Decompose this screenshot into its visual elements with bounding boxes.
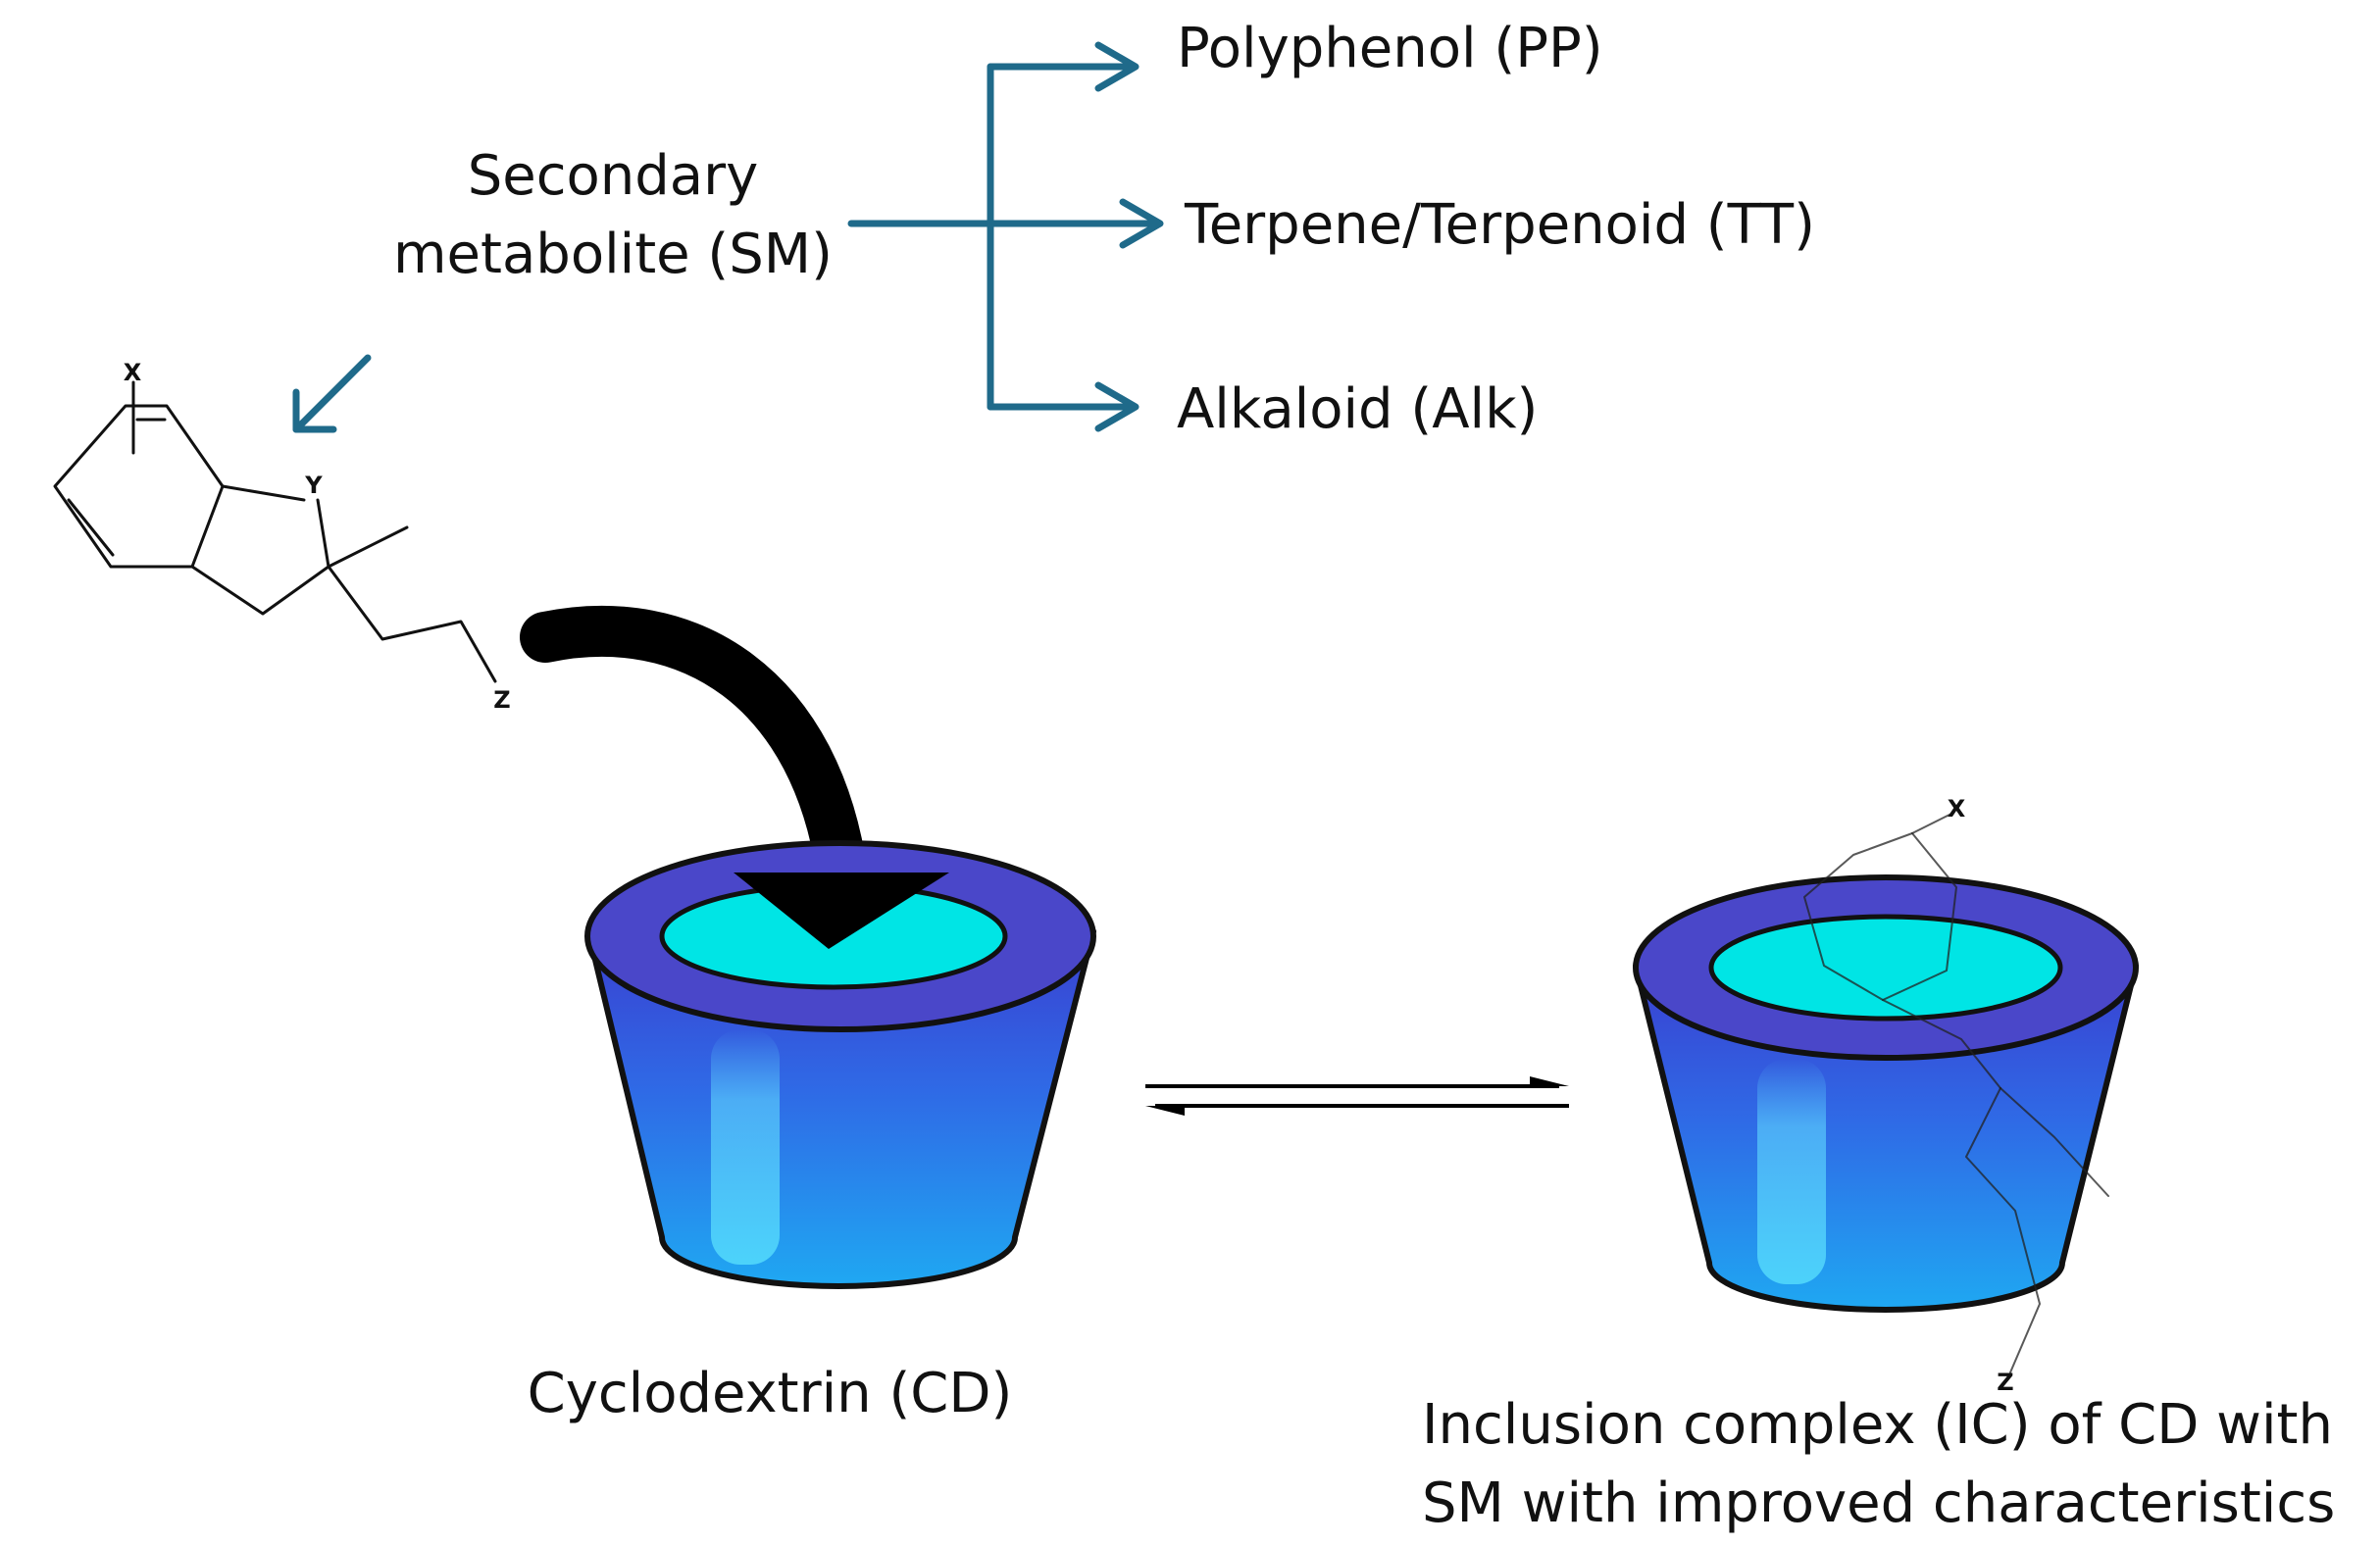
insertion-arrow-head-front <box>734 873 949 949</box>
pointer-arrow-shaft <box>292 354 372 433</box>
five-ring-ch2 <box>190 565 330 616</box>
ic-atom-z-label: Z <box>1997 1369 2013 1396</box>
reverse-arrow-head <box>1145 1106 1185 1116</box>
cd-label: Cyclodextrin (CD) <box>528 1362 1013 1425</box>
forward-arrow-head <box>1530 1076 1569 1086</box>
aromatic-ring <box>53 404 225 569</box>
methyl-bond <box>327 525 409 569</box>
arrowhead-polyphenol <box>1094 41 1139 92</box>
sm-label-line-1: Secondary <box>468 144 759 208</box>
guest-linker <box>1882 999 2001 1089</box>
ic-cavity <box>1708 914 2063 1022</box>
ic-body-highlight <box>1757 1059 1826 1284</box>
ring-double-bond-1 <box>67 498 115 557</box>
branch-label-terpene: Terpene/Terpenoid (TT) <box>1184 193 1815 257</box>
atom-y-label: Y <box>304 472 323 499</box>
inclusion-complex: X Z <box>1633 795 2139 1396</box>
classification-branch-arrows <box>847 41 1164 432</box>
side-chain <box>327 565 497 683</box>
guest-chain <box>1965 1087 2041 1373</box>
pointer-arrow-head <box>292 388 337 433</box>
ic-label-line-1: Inclusion complex (IC) of CD with <box>1422 1393 2333 1457</box>
insertion-arrow-shaft <box>520 605 869 908</box>
guest-ring <box>1803 832 1957 1001</box>
arrowhead-alkaloid <box>1094 381 1139 432</box>
sm-label-line-2: metabolite (SM) <box>393 223 833 286</box>
ic-guest-molecule <box>1803 813 2109 1373</box>
branch-label-alkaloid: Alkaloid (Alk) <box>1177 377 1538 441</box>
guest-x-bond <box>1911 813 1952 834</box>
equilibrium-arrows <box>1145 1076 1569 1116</box>
ic-atom-x-label: X <box>1948 795 1966 823</box>
ring-to-y-bond <box>221 484 306 502</box>
guest-branch <box>2000 1087 2109 1197</box>
branch-label-polyphenol: Polyphenol (PP) <box>1177 17 1603 80</box>
ic-label-line-2: SM with improved characteristics <box>1422 1471 2335 1535</box>
atom-z-label: Z <box>493 686 510 714</box>
atom-x-label: X <box>124 359 142 386</box>
pointer-arrow <box>292 354 372 433</box>
arrowhead-terpene <box>1119 198 1164 249</box>
y-to-quaternary-bond <box>316 498 330 569</box>
cd-body-highlight <box>711 1029 780 1265</box>
secondary-metabolite-structure: X Y Z <box>53 359 511 714</box>
